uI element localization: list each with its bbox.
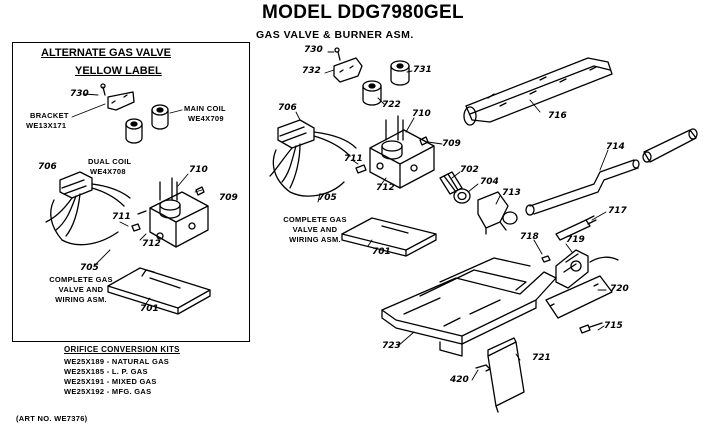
burner-housing-723-drawing (381, 257, 557, 357)
kit-item: WE25X189 - NATURAL GAS (64, 357, 170, 366)
bracket-701-drawing (341, 217, 437, 257)
inset-ref-712: 712 (142, 239, 161, 249)
kit-item: WE25X192 - MFG. GAS (64, 387, 152, 396)
ref-714: 714 (606, 142, 625, 152)
ref-709: 709 (442, 139, 461, 149)
complete-valve-line1: COMPLETE GAS (283, 215, 347, 224)
ref-721: 721 (532, 353, 551, 363)
coil-722-drawing (362, 80, 382, 106)
ref-710: 710 (412, 109, 431, 119)
ref-719: 719 (566, 235, 585, 245)
ref-702: 702 (460, 165, 479, 175)
model-title: MODEL DDG7980GEL (262, 2, 464, 23)
screw-420-drawing (475, 364, 491, 372)
sensor-717-drawing (555, 215, 597, 241)
elbow-713-drawing (477, 191, 518, 235)
ref-420: 420 (450, 375, 469, 385)
ref-706: 706 (278, 103, 297, 113)
inset-wiring-drawing (45, 171, 131, 246)
straight-tube-drawing (642, 128, 698, 163)
bracket-732-drawing (333, 47, 363, 83)
kits-header: ORIFICE CONVERSION KITS (64, 345, 180, 354)
kit-item: WE25X191 - MIXED GAS (64, 377, 157, 386)
valve-body-drawing (355, 115, 435, 189)
inset-dual-coil-drawing (125, 118, 143, 144)
inset-complete-valve-line3: WIRING ASM. (55, 295, 107, 304)
ref-730: 730 (304, 45, 323, 55)
orifice-702-704-drawing (439, 171, 471, 204)
inset-title-line1: ALTERNATE GAS VALVE (41, 47, 171, 59)
ref-711: 711 (344, 154, 363, 164)
ref-732: 732 (302, 66, 321, 76)
complete-valve-line2: VALVE AND (292, 225, 338, 234)
inset-bracket-701-drawing (107, 267, 211, 315)
inset-main-coil-part: WE4X709 (188, 114, 224, 123)
alternate-valve-inset-frame (12, 42, 250, 342)
inset-ref-710: 710 (189, 165, 208, 175)
art-number: (ART NO. WE7376) (16, 414, 88, 423)
ref-701: 701 (372, 247, 391, 257)
inset-ref-706: 706 (38, 162, 57, 172)
igniter-719-drawing (555, 249, 619, 289)
inset-complete-valve-line2: VALVE AND (58, 285, 104, 294)
burner-tube-716-drawing (463, 57, 613, 126)
screw-715-drawing (579, 322, 603, 334)
inset-ref-709: 709 (219, 193, 238, 203)
screw-718-drawing (541, 255, 551, 263)
ref-731: 731 (413, 65, 432, 75)
heat-shield-721-drawing (487, 337, 525, 413)
ref-720: 720 (610, 284, 629, 294)
ref-723: 723 (382, 341, 401, 351)
kit-item: WE25X185 - L. P. GAS (64, 367, 148, 376)
inset-ref-730: 730 (70, 89, 89, 99)
inset-ref-711: 711 (112, 212, 131, 222)
mount-plate-720-drawing (545, 275, 613, 319)
inset-dual-coil-part: WE4X708 (90, 167, 126, 176)
ref-722: 722 (382, 100, 401, 110)
ref-705: 705 (318, 193, 337, 203)
ref-717: 717 (608, 206, 627, 216)
inset-ref-705: 705 (80, 263, 99, 273)
inset-bracket-part: WE13X171 (26, 121, 67, 130)
inset-title-line2: YELLOW LABEL (75, 65, 162, 77)
inset-dual-coil-label: DUAL COIL (88, 157, 132, 166)
inset-main-coil-label: MAIN COIL (184, 104, 226, 113)
ref-712: 712 (376, 183, 395, 193)
inset-bracket-label: BRACKET (30, 111, 69, 120)
ref-713: 713 (502, 188, 521, 198)
ref-716: 716 (548, 111, 567, 121)
ref-715: 715 (604, 321, 623, 331)
inset-bracket-drawing (100, 83, 135, 111)
inset-ref-701: 701 (140, 304, 159, 314)
inset-valve-body-drawing (131, 177, 209, 248)
ref-718: 718 (520, 232, 539, 242)
inset-main-coil-drawing (151, 104, 169, 130)
coil-731-drawing (390, 60, 410, 86)
assembly-subtitle: GAS VALVE & BURNER ASM. (256, 29, 414, 41)
ref-704: 704 (480, 177, 499, 187)
inset-complete-valve-line1: COMPLETE GAS (49, 275, 113, 284)
gas-tube-714-drawing (525, 159, 640, 216)
complete-valve-line3: WIRING ASM. (289, 235, 341, 244)
